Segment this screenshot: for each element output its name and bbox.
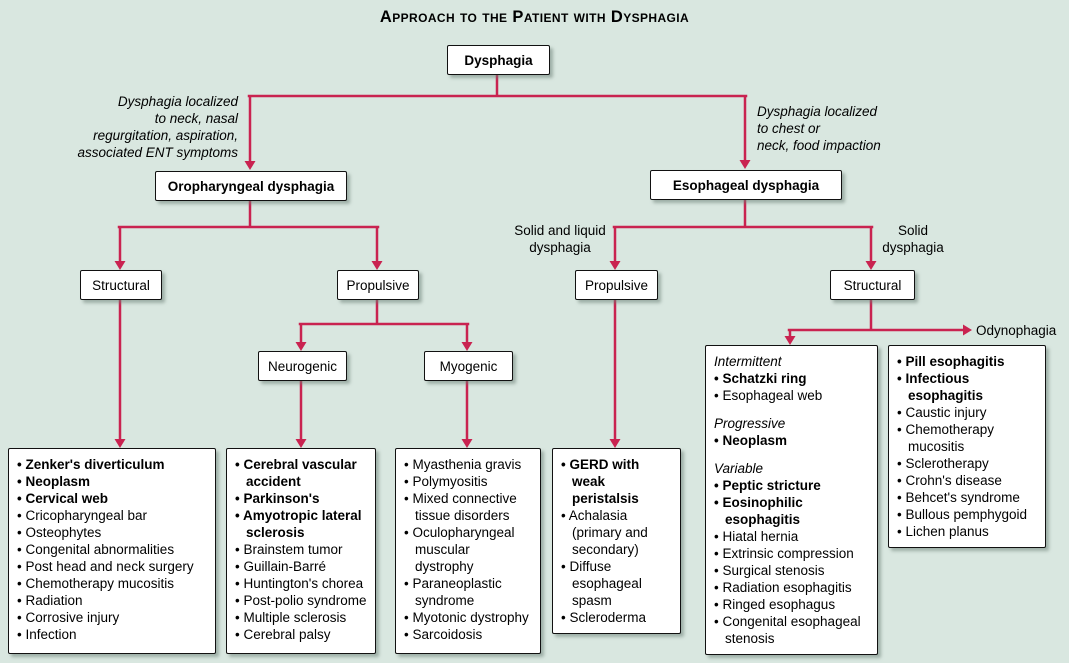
label-solid-dysphagia: Solid dysphagia bbox=[882, 223, 944, 256]
list-item: • Scleroderma bbox=[561, 610, 647, 625]
list-item: • Corrosive injury bbox=[17, 610, 120, 625]
list-item: • Chemotherapy mucositis bbox=[897, 422, 995, 454]
list-item: • Caustic injury bbox=[897, 405, 987, 420]
arrowhead bbox=[114, 439, 126, 448]
list-oropharyngeal-structural-causes: • Zenker's diverticulum • Neoplasm • Cervi… bbox=[8, 448, 216, 654]
node-myogenic: Myogenic bbox=[424, 351, 513, 381]
list-item: • Achalasia (primary and secondary) bbox=[561, 508, 648, 557]
node-oropharyngeal-propulsive: Propulsive bbox=[337, 270, 419, 300]
list-item: • Myasthenia gravis bbox=[404, 457, 522, 472]
list-item: • Myotonic dystrophy bbox=[404, 610, 529, 625]
list-item: • Osteophytes bbox=[17, 525, 102, 540]
list-item: • Lichen planus bbox=[897, 524, 989, 539]
list-item: • Amyotropic lateral sclerosis bbox=[235, 508, 362, 540]
list-item: • Post-polio syndrome bbox=[235, 593, 367, 608]
node-esophageal-structural: Structural bbox=[830, 270, 915, 300]
list-item: • Zenker's diverticulum bbox=[17, 457, 165, 472]
node-esophageal-propulsive: Propulsive bbox=[575, 270, 658, 300]
list-esophageal-propulsive-causes: • GERD with weak peristalsis• Achalasia … bbox=[552, 448, 681, 634]
node-oropharyngeal-dysphagia: Oropharyngeal dysphagia bbox=[155, 171, 347, 201]
list-item: • Infectious esophagitis bbox=[897, 371, 984, 403]
list-item: • Sclerotherapy bbox=[897, 456, 989, 471]
list-item: • Congenital esophageal stenosis bbox=[714, 614, 861, 646]
arrowhead bbox=[461, 439, 473, 448]
list-heading: Progressive bbox=[714, 416, 786, 431]
list-heading: Variable bbox=[714, 461, 764, 476]
list-item: • GERD with weak peristalsis bbox=[561, 457, 640, 506]
arrowhead bbox=[244, 161, 256, 170]
chart-title: Approach to the Patient with Dysphagia bbox=[379, 8, 690, 26]
list-esophageal-structural-causes: Intermittent • Schatzki ring • Esophageal … bbox=[705, 345, 878, 655]
arrowhead bbox=[295, 439, 307, 448]
list-item: • Post head and neck surgery bbox=[17, 559, 194, 574]
label-oropharyngeal-branch: Dysphagia localized to neck, nasal regur… bbox=[77, 94, 238, 161]
label-solid-and-liquid-dysphagia: Solid and liquid dysphagia bbox=[514, 223, 606, 256]
list-item: • Cerebral vascular accident bbox=[235, 457, 357, 489]
list-myogenic-causes: • Myasthenia gravis • Polymyositis • Mixed… bbox=[395, 448, 541, 654]
list-item: • Neoplasm bbox=[714, 433, 787, 448]
list-heading: Intermittent bbox=[714, 354, 782, 369]
list-item: • Schatzki ring bbox=[714, 371, 807, 386]
arrowhead bbox=[609, 439, 621, 448]
label-odynophagia: Odynophagia bbox=[976, 323, 1057, 338]
list-item: • Cervical web bbox=[17, 491, 109, 506]
list-item: • Surgical stenosis bbox=[714, 563, 825, 578]
arrowhead bbox=[739, 160, 751, 169]
list-item: • Polymyositis bbox=[404, 474, 488, 489]
arrowhead bbox=[295, 342, 307, 351]
list-item: • Guillain-Barré bbox=[235, 559, 327, 574]
node-dysphagia: Dysphagia bbox=[447, 45, 550, 75]
list-item: • Esophageal web bbox=[714, 388, 823, 403]
list-item: • Mixed connective tissue disorders bbox=[404, 491, 517, 523]
list-item: • Radiation esophagitis bbox=[714, 580, 852, 595]
node-neurogenic: Neurogenic bbox=[258, 351, 347, 381]
list-item: • Extrinsic compression bbox=[714, 546, 854, 561]
list-item: • Crohn's disease bbox=[897, 473, 1002, 488]
list-item: • Neoplasm bbox=[17, 474, 90, 489]
list-item: • Bullous pemphygoid bbox=[897, 507, 1028, 522]
list-item: • Pill esophagitis bbox=[897, 354, 1005, 369]
list-item: • Radiation bbox=[17, 593, 83, 608]
list-neurogenic-causes: • Cerebral vascular accident • Parkinson'… bbox=[226, 448, 376, 654]
list-item: • Ringed esophagus bbox=[714, 597, 836, 612]
arrowhead bbox=[865, 261, 877, 270]
arrowhead bbox=[461, 342, 473, 351]
arrowhead bbox=[114, 261, 126, 270]
list-item: • Behcet's syndrome bbox=[897, 490, 1020, 505]
list-item: • Multiple sclerosis bbox=[235, 610, 347, 625]
list-item: • Brainstem tumor bbox=[235, 542, 343, 557]
list-item: • Diffuse esophageal spasm bbox=[561, 559, 642, 608]
list-item: • Huntington's chorea bbox=[235, 576, 364, 591]
list-item: • Chemotherapy mucositis bbox=[17, 576, 175, 591]
list-item: • Cricopharyngeal bar bbox=[17, 508, 148, 523]
arrowheads bbox=[114, 160, 972, 448]
arrowhead bbox=[963, 324, 972, 336]
list-item: • Cerebral palsy bbox=[235, 627, 331, 642]
list-item: • Parkinson's bbox=[235, 491, 320, 506]
list-item: • Paraneoplastic syndrome bbox=[404, 576, 502, 608]
connector-lines bbox=[117, 70, 965, 442]
arrowhead bbox=[371, 261, 383, 270]
arrowhead bbox=[609, 261, 621, 270]
node-oropharyngeal-structural: Structural bbox=[80, 270, 162, 300]
list-odynophagia-causes: • Pill esophagitis • Infectious esophagit… bbox=[888, 345, 1046, 548]
arrowhead bbox=[784, 336, 796, 345]
list-item: • Peptic stricture bbox=[714, 478, 821, 493]
label-esophageal-branch: Dysphagia localized to chest or neck, fo… bbox=[757, 104, 881, 154]
list-item: • Congenital abnormalities bbox=[17, 542, 175, 557]
node-esophageal-dysphagia: Esophageal dysphagia bbox=[650, 170, 842, 200]
list-item: • Oculopharyngeal muscular dystrophy bbox=[404, 525, 515, 574]
list-item: • Hiatal hernia bbox=[714, 529, 799, 544]
list-item: • Sarcoidosis bbox=[404, 627, 483, 642]
list-item: • Infection bbox=[17, 627, 77, 642]
list-item: • Eosinophilic esophagitis bbox=[714, 495, 803, 527]
